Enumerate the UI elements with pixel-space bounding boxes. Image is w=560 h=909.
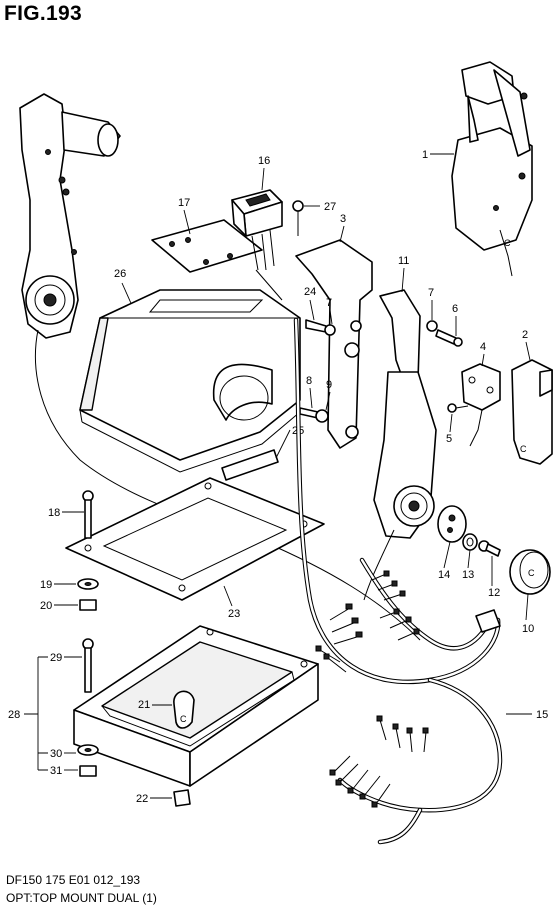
washer-30 xyxy=(77,744,99,756)
callout-31: 31 xyxy=(50,765,62,777)
grip-letter: C xyxy=(520,444,527,454)
grommet-letter: C xyxy=(180,714,187,724)
cover-plate xyxy=(221,449,279,481)
callout-6: 6 xyxy=(452,303,458,315)
callout-17: 17 xyxy=(178,197,190,209)
control-lever-11 xyxy=(363,289,437,601)
figure-code: DF150 175 E01 012_193 xyxy=(6,873,141,887)
callout-1: 1 xyxy=(422,149,428,161)
callout-14: 14 xyxy=(438,569,450,581)
callout-16: 16 xyxy=(258,155,270,167)
trim-switch xyxy=(231,189,283,301)
bracket-plate xyxy=(151,219,263,273)
callout-21: 21 xyxy=(138,699,150,711)
clip-22 xyxy=(173,789,191,807)
callout-10: 10 xyxy=(522,623,534,635)
bolt-18 xyxy=(82,490,94,539)
callout-29: 29 xyxy=(50,652,62,664)
callout-4: 4 xyxy=(480,341,486,353)
remote-control-box: C xyxy=(451,61,533,277)
cap-10: C xyxy=(509,549,551,595)
callout-20: 20 xyxy=(40,600,52,612)
callout-13: 13 xyxy=(462,569,474,581)
nut-20 xyxy=(79,599,97,611)
nut-31 xyxy=(79,765,97,777)
callout-28: 28 xyxy=(8,709,20,721)
callout-18: 18 xyxy=(48,507,60,519)
washer-19 xyxy=(77,578,99,590)
washer-7 xyxy=(426,320,438,332)
bolt-24 xyxy=(305,319,336,336)
gasket xyxy=(65,477,325,601)
callout-27: 27 xyxy=(324,201,336,213)
callout-11: 11 xyxy=(398,255,409,267)
callout-26: 26 xyxy=(114,268,126,280)
lever-plate xyxy=(437,505,467,543)
callout-7a: 7 xyxy=(326,297,332,309)
callout-3: 3 xyxy=(340,213,346,225)
wiring-harness xyxy=(293,317,503,845)
callout-23: 23 xyxy=(228,608,240,620)
grommet-21: C xyxy=(173,690,195,729)
callout-7b: 7 xyxy=(428,287,434,299)
harness-connectors xyxy=(315,570,501,808)
left-control-lever xyxy=(19,93,421,641)
callout-2: 2 xyxy=(522,329,528,341)
washer-13 xyxy=(462,533,478,551)
box-letter: C xyxy=(504,238,511,248)
callout-9: 9 xyxy=(326,379,332,391)
lever-grip: C xyxy=(511,359,553,465)
bolt-29 xyxy=(82,638,94,693)
screw-27 xyxy=(292,200,304,236)
bolt-8-9 xyxy=(299,407,329,423)
callout-5: 5 xyxy=(446,433,452,445)
neutral-switch xyxy=(461,363,501,447)
callout-8: 8 xyxy=(306,375,312,387)
callout-24: 24 xyxy=(304,286,316,298)
screw-12 xyxy=(478,540,501,557)
cap-letter: C xyxy=(528,568,535,578)
callout-15: 15 xyxy=(536,709,548,721)
callout-30: 30 xyxy=(50,748,62,760)
bolt-6 xyxy=(435,329,463,347)
lever-bracket xyxy=(295,239,373,449)
top-mount-cover xyxy=(79,289,301,473)
callout-22: 22 xyxy=(136,793,148,805)
callout-19: 19 xyxy=(40,579,52,591)
mount-base xyxy=(73,625,319,787)
figure-title: FIG.193 xyxy=(4,2,82,25)
screw-5 xyxy=(447,403,469,413)
callout-12: 12 xyxy=(488,587,500,599)
figure-option: OPT:TOP MOUNT DUAL (1) xyxy=(6,891,157,905)
